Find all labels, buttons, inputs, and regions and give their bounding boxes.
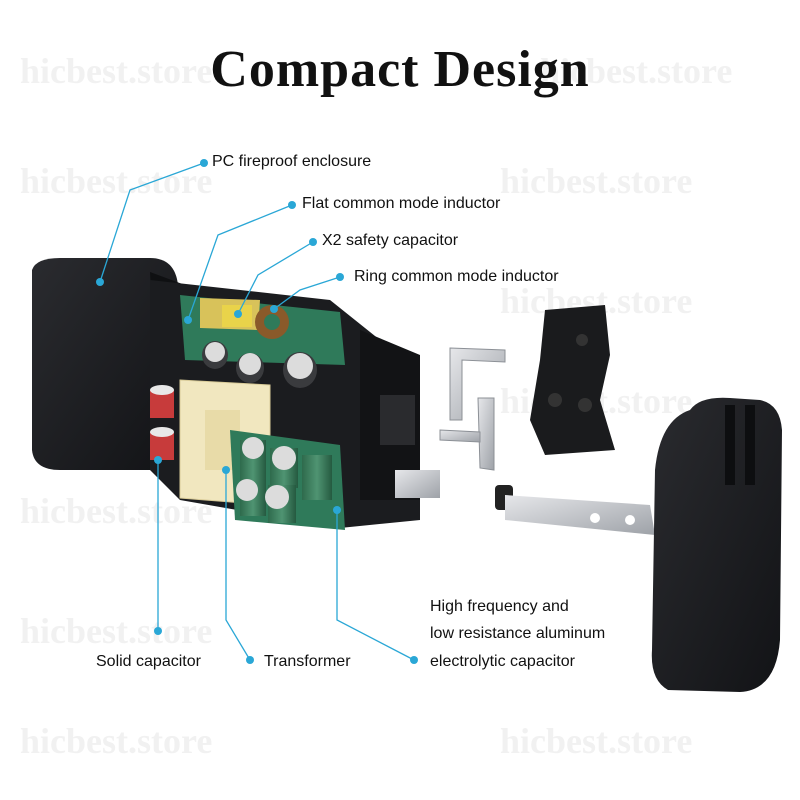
callout-x2-capacitor: X2 safety capacitor	[322, 232, 459, 249]
metal-pin	[495, 485, 655, 535]
watermark: hicbest.store	[500, 161, 693, 201]
watermark: hicbest.store	[20, 611, 213, 651]
plug-bracket	[530, 305, 615, 455]
capacitor-cluster	[230, 430, 345, 530]
prong-assembly	[380, 395, 440, 498]
watermark: hicbest.store	[20, 161, 213, 201]
watermark: hicbest.store	[500, 721, 693, 761]
callout-flat-inductor: Flat common mode inductor	[302, 195, 501, 212]
callout-ring-inductor: Ring common mode inductor	[354, 268, 559, 285]
callout-transformer: Transformer	[264, 653, 351, 670]
callout-electrolytic-line2: low resistance aluminum	[430, 625, 606, 642]
callout-enclosure: PC fireproof enclosure	[212, 153, 372, 170]
end-cap	[651, 397, 782, 692]
page-title: Compact Design	[210, 41, 590, 98]
watermark: hicbest.store	[20, 51, 213, 91]
callout-electrolytic-line1: High frequency and	[430, 598, 569, 615]
metal-clips	[439, 347, 506, 471]
callout-lines	[99, 162, 415, 661]
watermark: hicbest.store	[20, 721, 213, 761]
top-capacitors	[202, 341, 317, 388]
callout-solid-capacitor: Solid capacitor	[96, 653, 201, 670]
solid-capacitors	[150, 385, 174, 460]
callout-electrolytic-line3: electrolytic capacitor	[430, 653, 575, 670]
watermark: hicbest.store	[540, 51, 733, 91]
callout-dots	[96, 159, 418, 664]
